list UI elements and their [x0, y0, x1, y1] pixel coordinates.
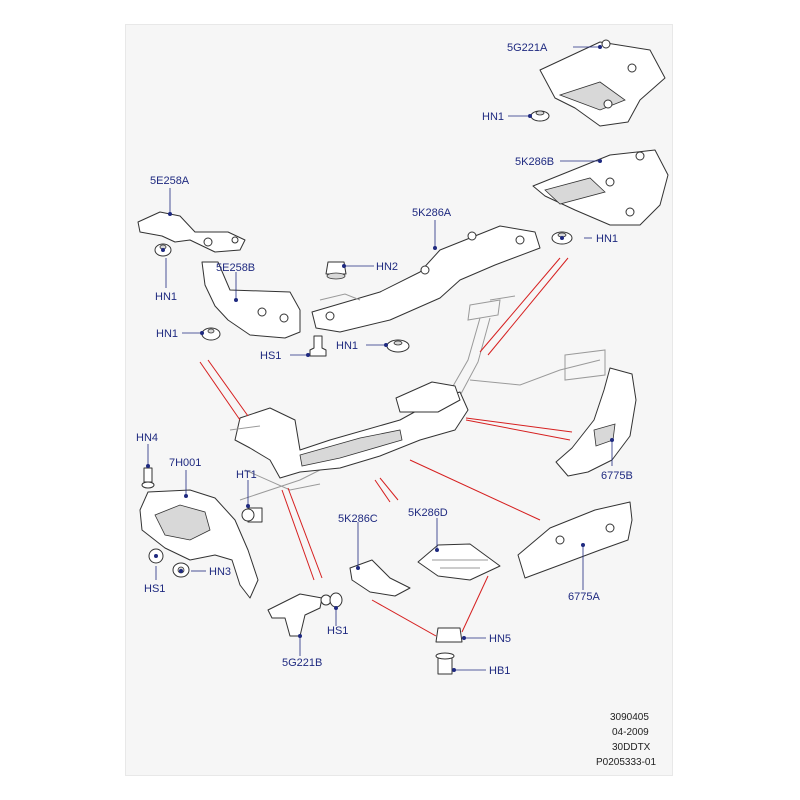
label-6775b: 6775B — [601, 470, 633, 482]
bolt-hb1 — [435, 652, 455, 675]
screw-hs1-upper — [309, 335, 327, 357]
label-7h001: 7H001 — [169, 457, 201, 469]
subframe-assembly — [229, 381, 469, 491]
heat-shield-5k286d — [417, 543, 501, 581]
label-ht1: HT1 — [236, 469, 257, 481]
label-hn1-center: HN1 — [336, 340, 358, 352]
leader-dots — [146, 45, 614, 672]
red-guide-lines — [199, 257, 573, 637]
reference-model-code: 30DDTX — [612, 742, 651, 753]
leader-lines — [147, 46, 613, 671]
clip-hn2 — [325, 261, 347, 280]
reference-date: 04-2009 — [612, 727, 649, 738]
bracket-5e258b — [201, 261, 301, 339]
label-hn1-left-a: HN1 — [155, 291, 177, 303]
heat-shield-5k286a — [311, 225, 541, 333]
label-hn5: HN5 — [489, 633, 511, 645]
label-5e258b: 5E258B — [216, 262, 255, 274]
reference-drawing-id: P0205333-01 — [596, 757, 656, 768]
stud-ht1 — [241, 507, 263, 523]
stud-hn4 — [141, 467, 155, 489]
label-hn4: HN4 — [136, 432, 158, 444]
label-hn3: HN3 — [209, 566, 231, 578]
bracket-5e258a — [137, 211, 246, 253]
heat-shield-7h001 — [139, 489, 259, 599]
label-5g221a: 5G221A — [507, 42, 548, 54]
nut-hn1-center — [386, 339, 410, 353]
label-hn1-right: HN1 — [596, 233, 618, 245]
label-hn1-left-b: HN1 — [156, 328, 178, 340]
screw-hs1-bottom — [329, 592, 343, 608]
bracket-5g221b — [267, 593, 332, 637]
label-5e258a: 5E258A — [150, 175, 190, 187]
heat-shield-6775b — [555, 367, 637, 477]
label-5k286a: 5K286A — [412, 207, 452, 219]
label-hs1-left: HS1 — [144, 583, 165, 595]
nut-hn1-top — [530, 110, 550, 122]
nut-hn1-left-b — [201, 327, 221, 341]
label-hb1: HB1 — [489, 665, 510, 677]
label-hs1-bottom: HS1 — [327, 625, 348, 637]
label-5k286c: 5K286C — [338, 513, 378, 525]
clip-hn5 — [435, 627, 463, 643]
label-5g221b: 5G221B — [282, 657, 322, 669]
label-5k286b: 5K286B — [515, 156, 554, 168]
heat-shield-5k286b — [532, 149, 669, 226]
label-hn2: HN2 — [376, 261, 398, 273]
heat-shield-5g221a — [539, 39, 666, 127]
label-5k286d: 5K286D — [408, 507, 448, 519]
label-hn1-top: HN1 — [482, 111, 504, 123]
label-hs1-upper: HS1 — [260, 350, 281, 362]
reference-number: 3090405 — [610, 712, 649, 723]
reference-block: 3090405 04-2009 30DDTX P0205333-01 — [596, 712, 656, 768]
heat-shield-6775a — [517, 501, 633, 579]
heat-shield-5k286c — [349, 559, 411, 597]
label-6775a: 6775A — [568, 591, 600, 603]
